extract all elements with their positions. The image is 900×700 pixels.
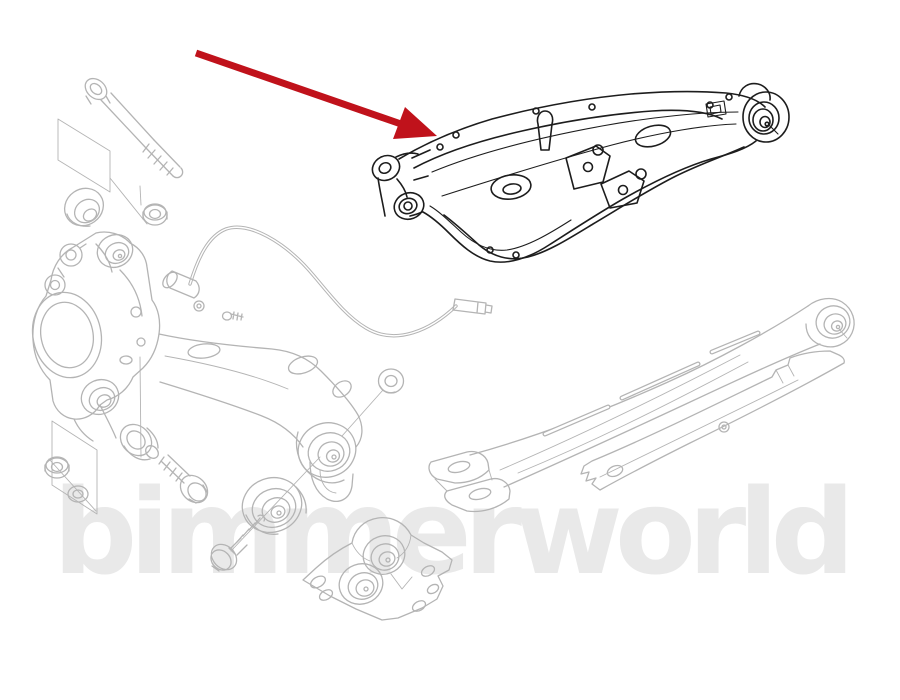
large-bushing [63, 187, 105, 227]
highlighted-control-arm-drawing [371, 82, 790, 263]
pointer-arrow-shaft [194, 49, 403, 128]
eye-bushing-small [341, 368, 405, 437]
pointer-arrow [194, 49, 437, 139]
in-situ-control-arm [158, 333, 363, 502]
spiral-bushing-and-pivot-bolt [210, 456, 321, 572]
leader-box-top [57, 118, 148, 225]
pull-rod [428, 297, 855, 513]
cone-bushing-and-bolt [119, 423, 209, 504]
wheel-carrier [31, 231, 161, 458]
cable-connector [452, 298, 493, 315]
cover-shield [580, 350, 845, 491]
mounting-bolt-top [84, 77, 184, 179]
hex-nut [139, 185, 168, 226]
mount-bracket [302, 517, 453, 621]
context-parts-drawing [31, 77, 855, 621]
pointer-arrowhead [393, 107, 437, 139]
watermark-text: bimmerworld [53, 463, 847, 601]
washer-and-nut [44, 420, 98, 515]
small-screw [221, 311, 244, 321]
abs-sensor-with-cable [162, 225, 493, 338]
